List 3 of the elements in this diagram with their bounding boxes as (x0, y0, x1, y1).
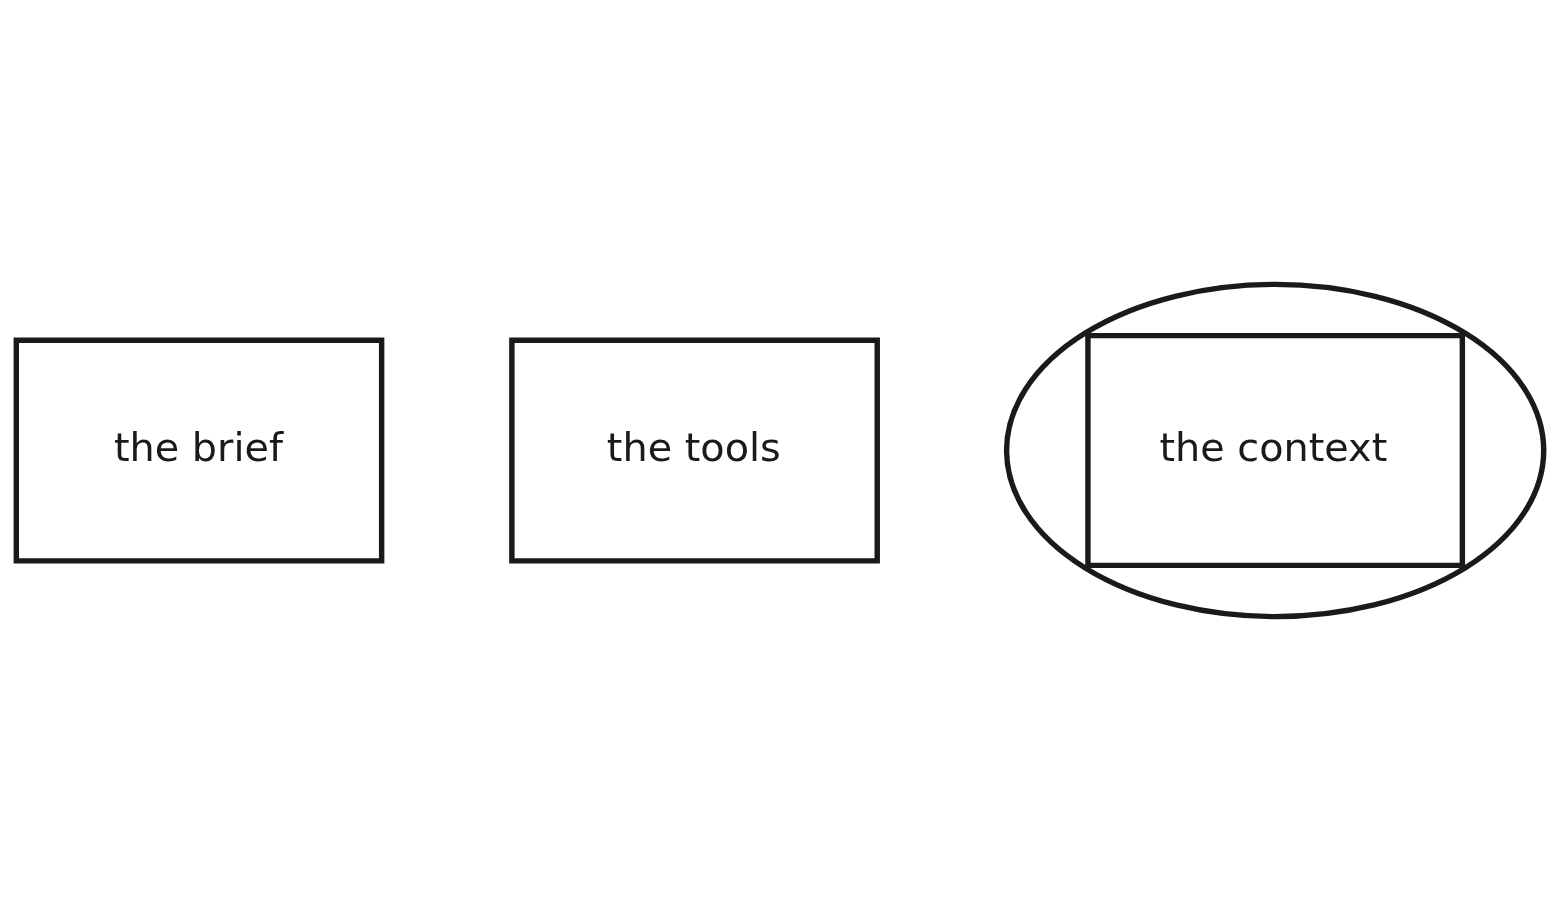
node-box: the brief (13, 336, 385, 564)
node-ellipse: the context (1003, 281, 1547, 619)
node-box: the tools (509, 336, 880, 564)
